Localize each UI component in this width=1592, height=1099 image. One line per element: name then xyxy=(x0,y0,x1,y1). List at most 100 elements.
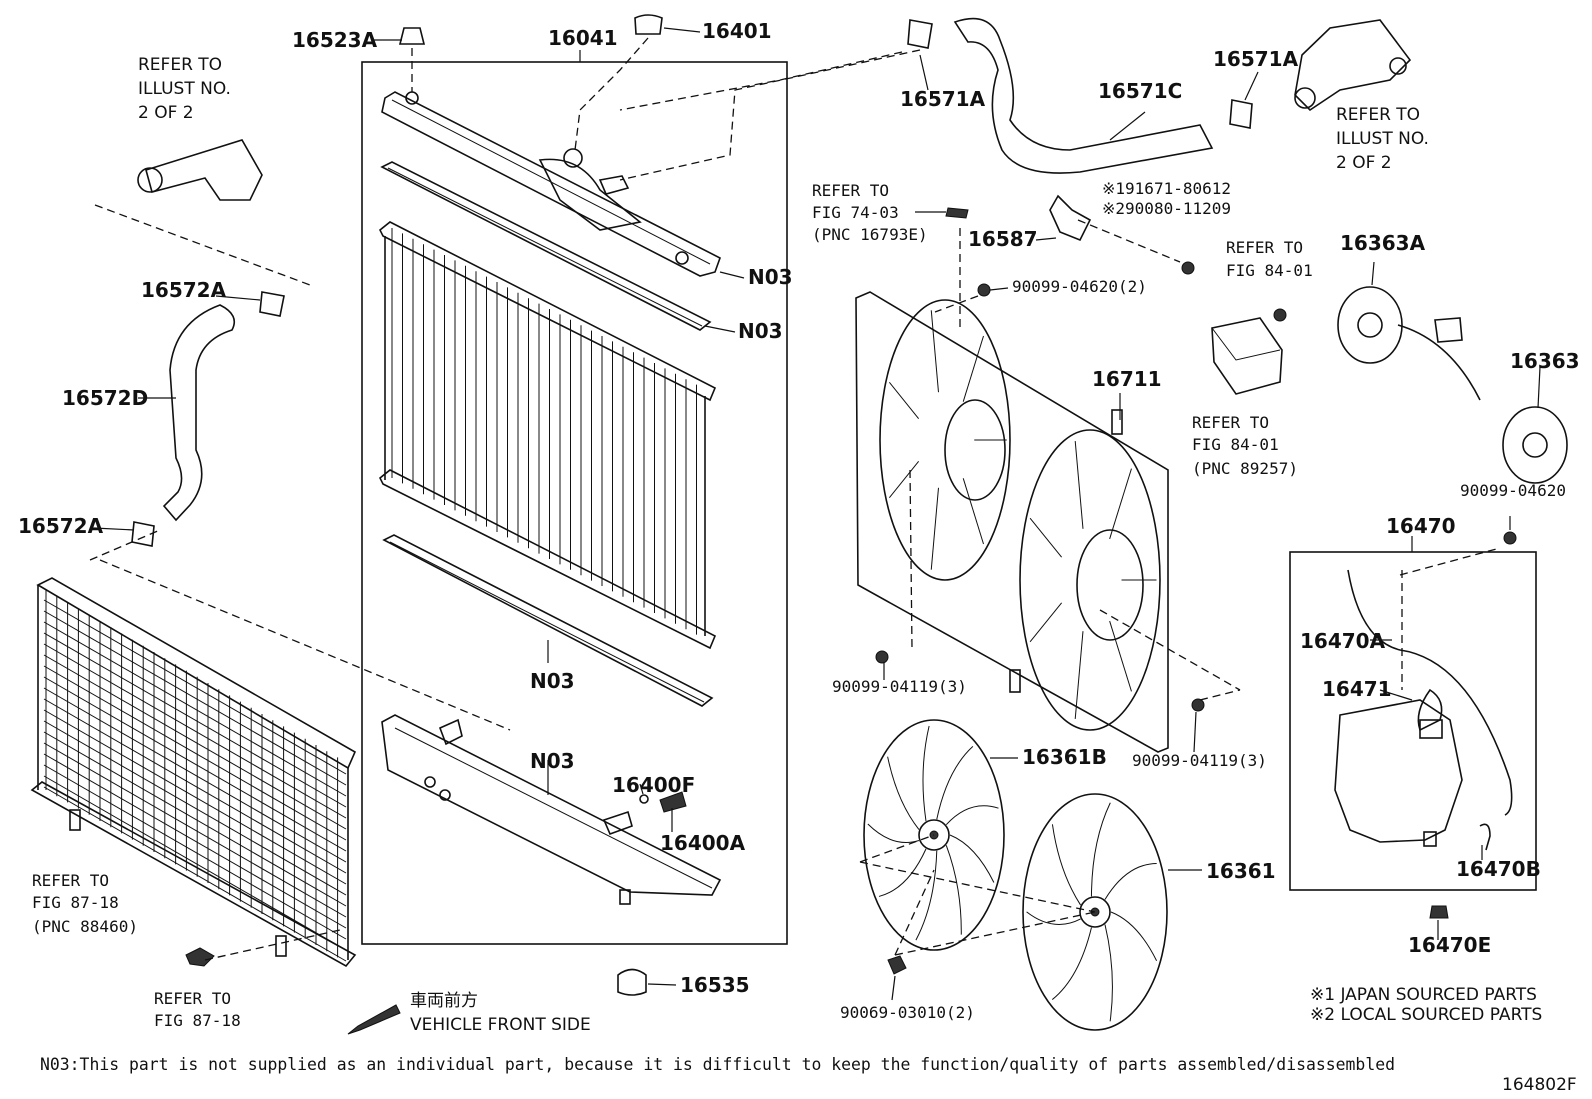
ref-illust-left-line3: 2 OF 2 xyxy=(138,103,194,123)
ref-fig-87-18-b-line2: FIG 87-18 xyxy=(154,1011,241,1030)
assembly-lines xyxy=(89,37,1501,961)
fan-shroud-16711 xyxy=(855,291,1169,753)
condenser-tube-line xyxy=(43,720,347,896)
label-90099-04119-left: 90099-04119(3) xyxy=(832,677,967,696)
label-16470A: 16470A xyxy=(1300,629,1386,653)
label-16572A-bottom: 16572A xyxy=(18,514,104,538)
ref-illust-left-line1: REFER TO xyxy=(138,55,222,75)
condenser-tube-line xyxy=(43,665,347,841)
condenser-tube-line xyxy=(43,654,347,830)
label-n03-lower-tank: N03 xyxy=(530,749,575,773)
shroud-spoke xyxy=(1074,441,1084,529)
bracket-16587 xyxy=(1049,194,1092,242)
label-16587: 16587 xyxy=(968,227,1038,251)
ref-illust-right: REFER TO ILLUST NO. 2 OF 2 xyxy=(1336,105,1429,173)
fan-blade xyxy=(949,834,995,883)
label-16571A-right: 16571A xyxy=(1213,47,1299,71)
fan-blade xyxy=(922,725,930,822)
fan-blade xyxy=(1104,862,1157,900)
condenser-tube-line xyxy=(43,676,347,852)
radiator-assembly-frame xyxy=(361,61,788,945)
label-16572D: 16572D xyxy=(62,386,148,410)
condenser-tube-line xyxy=(43,742,347,918)
label-16572A-top: 16572A xyxy=(141,278,227,302)
fan-blade xyxy=(1090,802,1111,897)
clamp-16470B xyxy=(1479,823,1491,851)
reserve-tank-16470 xyxy=(1334,699,1463,847)
radiator-lower-tank xyxy=(381,714,722,905)
condenser-bolt xyxy=(185,947,215,967)
label-16363: 16363 xyxy=(1510,349,1580,373)
fan-blade xyxy=(915,850,938,941)
label-n03-lower-gasket: N03 xyxy=(530,669,575,693)
label-90099-04620: 90099-04620 xyxy=(1460,481,1566,500)
condenser-tube-line xyxy=(43,698,347,874)
fan-blade xyxy=(936,746,974,820)
label-16523A: 16523A xyxy=(292,28,378,52)
fan-blade xyxy=(1051,927,1092,1000)
label-90099-04620-2: 90099-04620(2) xyxy=(1012,277,1147,296)
label-16401: 16401 xyxy=(702,19,772,43)
condenser-tube-line xyxy=(43,731,347,907)
ref-fig-84-01-b-line2: FIG 84-01 xyxy=(1192,435,1279,454)
condenser xyxy=(30,577,357,968)
legend-local-sourced: ※2 LOCAL SOURCED PARTS xyxy=(1310,1005,1542,1025)
ref-fig-84-01-b: REFER TO FIG 84-01 (PNC 89257) xyxy=(1192,413,1298,478)
fan-motor-16363A xyxy=(1337,286,1481,401)
label-90099-04119-right: 90099-04119(3) xyxy=(1132,751,1267,770)
label-16361B: 16361B xyxy=(1022,745,1107,769)
radiator-upper-tank xyxy=(381,91,721,277)
fan-blade xyxy=(945,845,962,935)
lower-hose-16572D xyxy=(162,304,236,522)
fan-blade xyxy=(1110,911,1158,961)
clamp-16572A-bottom xyxy=(131,521,155,547)
condenser-tube-line xyxy=(43,786,347,962)
footnote-n03: N03:This part is not supplied as an indi… xyxy=(40,1055,1395,1075)
vehicle-front-jp: 車両前方 xyxy=(410,991,478,1011)
ref-fig-74-03-line2: FIG 74-03 xyxy=(812,203,899,222)
label-16571A-top: 16571A xyxy=(900,87,986,111)
bolt-ref-fig-84-01 xyxy=(1273,308,1287,322)
ref-fig-74-03-line1: REFER TO xyxy=(812,181,889,200)
o-ring-16400F xyxy=(639,794,649,804)
leader-lines xyxy=(93,27,1541,1001)
fan-blade xyxy=(1104,924,1113,1022)
label-n03-upper-tank: N03 xyxy=(748,265,793,289)
ref-fig-84-01-b-line1: REFER TO xyxy=(1192,413,1269,432)
overflow-hose-16470A xyxy=(1347,569,1513,816)
ref-fig-87-18-a: REFER TO FIG 87-18 (PNC 88460) xyxy=(32,871,138,936)
ref-fig-74-03-line3: (PNC 16793E) xyxy=(812,225,928,244)
shroud-spoke xyxy=(1109,620,1132,692)
ref-fig-84-01-a-line2: FIG 84-01 xyxy=(1226,261,1313,280)
bolt-90099-04119-left xyxy=(875,650,889,664)
condenser-tube-line xyxy=(43,775,347,951)
fan-blade xyxy=(887,756,920,830)
label-16711: 16711 xyxy=(1092,367,1162,391)
label-16400F: 16400F xyxy=(612,773,695,797)
condenser-tube-line xyxy=(43,709,347,885)
fan-16361 xyxy=(1022,793,1168,1031)
ref-fig-84-01-b-line3: (PNC 89257) xyxy=(1192,459,1298,478)
label-16363A: 16363A xyxy=(1340,231,1426,255)
shroud-spoke xyxy=(1109,468,1132,540)
water-outlet-left xyxy=(137,139,263,201)
clip-ref-16793E xyxy=(945,207,969,219)
shroud-spoke xyxy=(1029,517,1063,558)
figure-code: 164802F xyxy=(1502,1075,1577,1095)
fan-blade xyxy=(1026,911,1081,925)
shroud-spoke xyxy=(930,310,939,393)
ref-fig-84-01-a: REFER TO FIG 84-01 xyxy=(1226,238,1313,280)
condenser-tube-line xyxy=(43,687,347,863)
drain-cock-16400A xyxy=(659,791,687,813)
hose-16471 xyxy=(1417,688,1443,732)
bolt-90099-04620-right xyxy=(1503,531,1517,545)
ref-fig-87-18-a-line2: FIG 87-18 xyxy=(32,893,119,912)
ref-fig-87-18-a-line1: REFER TO xyxy=(32,871,109,890)
fan-blade xyxy=(867,823,920,844)
ref-illust-left: REFER TO ILLUST NO. 2 OF 2 xyxy=(138,55,231,123)
shroud-spoke xyxy=(1074,631,1084,719)
fan-blade xyxy=(1051,824,1082,906)
radiator-cap xyxy=(634,14,663,35)
